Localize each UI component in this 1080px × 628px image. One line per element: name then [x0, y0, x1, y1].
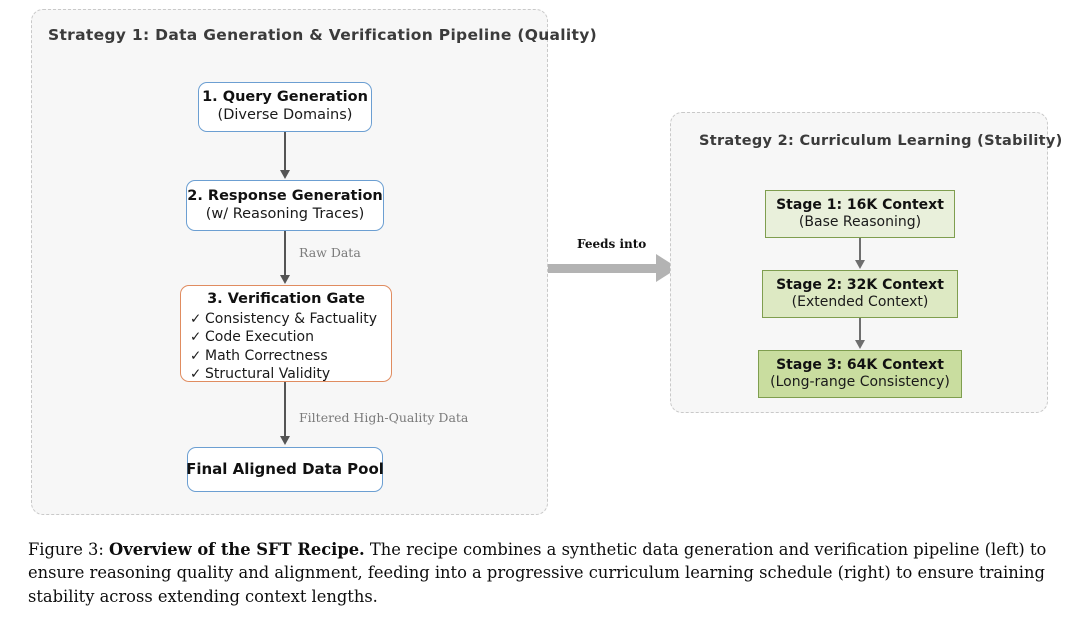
arrow-gate-to-final-line [284, 382, 286, 437]
gate-check-item-label: Structural Validity [205, 365, 331, 382]
node-response-generation: 2. Response Generation (w/ Reasoning Tra… [186, 180, 384, 231]
feeds-into-arrow-line [548, 264, 660, 273]
gate-check-item-label: Consistency & Factuality [205, 310, 378, 327]
arrow-stage1-to-stage2-line [859, 238, 861, 262]
figure-caption-body: The recipe combines a synthetic data gen… [28, 540, 1047, 606]
arrow-query-to-response-line [284, 132, 286, 171]
node-stage-3: Stage 3: 64K Context (Long-range Consist… [758, 350, 962, 398]
node-stage-2-subtitle: (Extended Context) [791, 294, 929, 310]
check-icon: ✓ [190, 365, 202, 382]
check-icon: ✓ [190, 310, 202, 327]
node-query-generation-title: 1. Query Generation [202, 89, 368, 106]
figure-caption-prefix: Figure 3: [28, 540, 104, 559]
figure-caption-bold: Overview of the SFT Recipe. [109, 540, 365, 559]
figure-caption: Figure 3: Overview of the SFT Recipe. Th… [28, 538, 1052, 608]
edge-label-raw-data: Raw Data [299, 245, 361, 260]
arrow-response-to-gate-line [284, 231, 286, 276]
arrow-gate-to-final-head [280, 436, 290, 445]
node-final-aligned-data-pool: Final Aligned Data Pool [186, 447, 384, 492]
node-query-generation-subtitle: (Diverse Domains) [217, 107, 353, 123]
node-response-generation-title: 2. Response Generation [187, 187, 383, 204]
check-icon: ✓ [190, 347, 202, 364]
node-stage-3-title: Stage 3: 64K Context [776, 356, 944, 373]
node-verification-gate-title: 3. Verification Gate [207, 291, 365, 307]
node-stage-1-title: Stage 1: 16K Context [776, 196, 944, 213]
arrow-stage1-to-stage2-head [855, 260, 865, 269]
node-stage-1: Stage 1: 16K Context (Base Reasoning) [765, 190, 955, 238]
node-stage-3-subtitle: (Long-range Consistency) [770, 374, 950, 390]
gate-check-item: ✓Math Correctness [181, 347, 391, 365]
arrow-stage2-to-stage3-head [855, 340, 865, 349]
gate-check-item: ✓Code Execution [181, 328, 391, 346]
edge-label-feeds-into: Feeds into [577, 237, 647, 251]
gate-check-item-label: Math Correctness [205, 347, 328, 364]
arrow-stage2-to-stage3-line [859, 318, 861, 342]
node-verification-gate: 3. Verification Gate ✓Consistency & Fact… [180, 285, 392, 382]
arrow-query-to-response-head [280, 170, 290, 179]
gate-check-item: ✓Structural Validity [181, 365, 391, 383]
gate-check-item: ✓Consistency & Factuality [181, 310, 391, 328]
node-stage-2: Stage 2: 32K Context (Extended Context) [762, 270, 958, 318]
node-query-generation: 1. Query Generation (Diverse Domains) [198, 82, 372, 132]
node-final-aligned-data-pool-title: Final Aligned Data Pool [186, 460, 384, 479]
strategy-2-title: Strategy 2: Curriculum Learning (Stabili… [699, 133, 1063, 149]
edge-label-filtered-high-quality-data: Filtered High-Quality Data [299, 410, 469, 425]
node-stage-2-title: Stage 2: 32K Context [776, 276, 944, 293]
strategy-1-title: Strategy 1: Data Generation & Verificati… [48, 26, 598, 44]
gate-check-item-label: Code Execution [205, 329, 314, 346]
check-icon: ✓ [190, 329, 202, 346]
arrow-response-to-gate-head [280, 275, 290, 284]
node-stage-1-subtitle: (Base Reasoning) [798, 214, 922, 230]
node-response-generation-subtitle: (w/ Reasoning Traces) [205, 205, 365, 222]
